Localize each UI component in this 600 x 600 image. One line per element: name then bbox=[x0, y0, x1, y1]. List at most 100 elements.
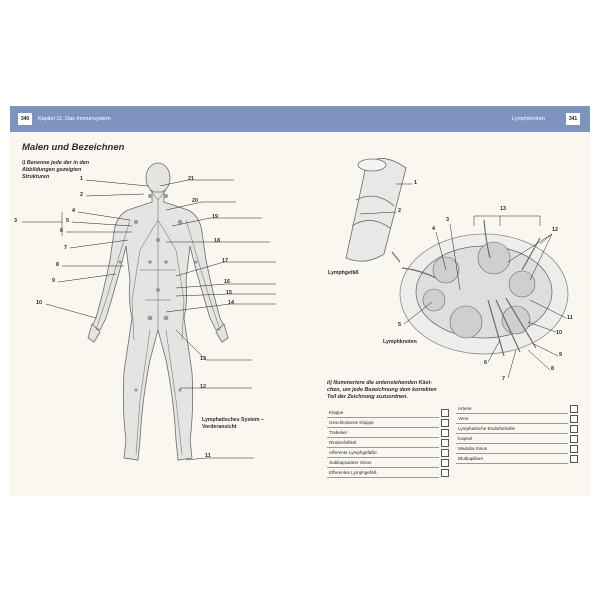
answer-label: Subkapsulärer Sinus bbox=[329, 460, 372, 465]
answer-label: Medulla-Sinus bbox=[458, 446, 488, 451]
caption-line: Vorderansicht bbox=[202, 423, 237, 430]
answer-label: Vene bbox=[458, 416, 469, 421]
body-label-21: 21 bbox=[188, 176, 194, 182]
instruction-line: Abbildungen gezeigten bbox=[22, 167, 82, 173]
answer-checkbox[interactable] bbox=[570, 425, 578, 433]
answer-checkbox[interactable] bbox=[570, 435, 578, 443]
node-label-10: 10 bbox=[556, 330, 562, 336]
left-page-number: 340 bbox=[18, 113, 32, 125]
body-label-17: 17 bbox=[222, 258, 228, 264]
caption-line: Lymphatisches System – bbox=[202, 417, 264, 423]
answer-checkbox[interactable] bbox=[441, 429, 449, 437]
answer-checkbox[interactable] bbox=[441, 419, 449, 427]
section-header: Lymphknoten bbox=[512, 116, 545, 122]
node-label-12: 12 bbox=[552, 227, 558, 233]
vessel-figure-caption: Lymphgefäß bbox=[328, 270, 359, 276]
node-figure-caption: Lymphknoten bbox=[383, 339, 417, 345]
answer-label: Geschlossene Klappe bbox=[329, 420, 374, 425]
node-label-5: 5 bbox=[398, 322, 401, 328]
answer-checkbox[interactable] bbox=[570, 415, 578, 423]
vessel-leader-lines bbox=[359, 183, 412, 215]
body-label-7: 7 bbox=[64, 245, 67, 251]
node-vessels bbox=[391, 219, 541, 357]
node-label-3: 3 bbox=[446, 217, 449, 223]
answer-label: Klappe bbox=[329, 410, 344, 415]
chapter-title: Kapitel 11: Das Immunsystem bbox=[38, 116, 111, 122]
node-label-9: 9 bbox=[559, 352, 562, 358]
answer-row: Blutkapillare bbox=[456, 454, 578, 464]
answer-label: Blutkapillare bbox=[458, 456, 484, 461]
answer-row: Vene bbox=[456, 414, 578, 424]
section-title: Malen und Bezeichnen bbox=[22, 142, 125, 153]
body-label-16: 16 bbox=[224, 279, 230, 285]
answer-row: Efferentes Lymphgefäß bbox=[327, 468, 449, 478]
body-label-13: 13 bbox=[200, 356, 206, 362]
answer-table-right: Arterie Vene Lymphatische Endothelzelle … bbox=[456, 404, 578, 466]
answer-checkbox[interactable] bbox=[570, 445, 578, 453]
answer-checkbox[interactable] bbox=[441, 469, 449, 477]
answer-label: Kapsel bbox=[458, 436, 473, 441]
node-follicles bbox=[422, 241, 536, 339]
instruction-part1: i) Benenne jede der in den Abbildungen g… bbox=[22, 160, 132, 181]
answer-label: Afferente Lymphgefäße bbox=[329, 450, 377, 455]
right-page-number: 341 bbox=[566, 113, 580, 125]
answer-row: Geschlossene Klappe bbox=[327, 418, 449, 428]
body-label-8: 8 bbox=[56, 262, 59, 268]
body-label-1: 1 bbox=[80, 176, 83, 182]
answer-row: Rindenfollikel bbox=[327, 438, 449, 448]
body-label-9: 9 bbox=[52, 278, 55, 284]
body-label-18: 18 bbox=[214, 238, 220, 244]
node-label-7: 7 bbox=[502, 376, 505, 382]
body-label-14: 14 bbox=[228, 300, 234, 306]
answer-checkbox[interactable] bbox=[441, 439, 449, 447]
answer-row: Lymphatische Endothelzelle bbox=[456, 424, 578, 434]
lymph-nodes bbox=[118, 194, 198, 392]
body-label-2: 2 bbox=[80, 192, 83, 198]
vessel-label-1: 1 bbox=[414, 180, 417, 186]
answer-row: Subkapsulärer Sinus bbox=[327, 458, 449, 468]
answer-row: Medulla-Sinus bbox=[456, 444, 578, 454]
body-label-3: 3 bbox=[14, 218, 17, 224]
instruction-part2: ii) Nummeriere die untenstehenden Käst- … bbox=[327, 380, 477, 401]
node-label-8: 8 bbox=[551, 366, 554, 372]
right-hand bbox=[215, 323, 229, 343]
answer-label: Lymphatische Endothelzelle bbox=[458, 426, 516, 431]
answer-row: Arterie bbox=[456, 404, 578, 414]
answer-checkbox[interactable] bbox=[441, 459, 449, 467]
body-label-10: 10 bbox=[36, 300, 42, 306]
body-leader-lines bbox=[22, 179, 276, 461]
answer-label: Efferentes Lymphgefäß bbox=[329, 470, 377, 475]
body-label-5: 5 bbox=[66, 218, 69, 224]
answer-row: Klappe bbox=[327, 408, 449, 418]
header-band bbox=[10, 106, 590, 132]
left-hand bbox=[87, 323, 101, 343]
node-label-4: 4 bbox=[432, 226, 435, 232]
node-label-13: 13 bbox=[500, 206, 506, 212]
vessel-label-2: 2 bbox=[398, 208, 401, 214]
body-label-15: 15 bbox=[226, 290, 232, 296]
body-label-20: 20 bbox=[192, 198, 198, 204]
body-label-12: 12 bbox=[200, 384, 206, 390]
instruction-line: i) Benenne jede der in den bbox=[22, 160, 90, 166]
vessel-outline bbox=[345, 158, 407, 262]
body-figure-caption: Lymphatisches System – Vorderansicht bbox=[202, 417, 264, 430]
answer-row: Trabekel bbox=[327, 428, 449, 438]
answer-row: Afferente Lymphgefäße bbox=[327, 448, 449, 458]
answer-checkbox[interactable] bbox=[570, 455, 578, 463]
answer-table-left: Klappe Geschlossene Klappe Trabekel Rind… bbox=[327, 408, 449, 480]
answer-checkbox[interactable] bbox=[441, 449, 449, 457]
lymph-vessels bbox=[95, 189, 221, 456]
answer-label: Rindenfollikel bbox=[329, 440, 357, 445]
body-label-4: 4 bbox=[72, 208, 75, 214]
answer-checkbox[interactable] bbox=[570, 405, 578, 413]
node-leader-lines bbox=[403, 215, 567, 379]
node-label-6: 6 bbox=[484, 360, 487, 366]
answer-checkbox[interactable] bbox=[441, 409, 449, 417]
instruction-line: Strukturen bbox=[22, 174, 50, 180]
body-label-11: 11 bbox=[205, 453, 211, 459]
answer-label: Trabekel bbox=[329, 430, 347, 435]
